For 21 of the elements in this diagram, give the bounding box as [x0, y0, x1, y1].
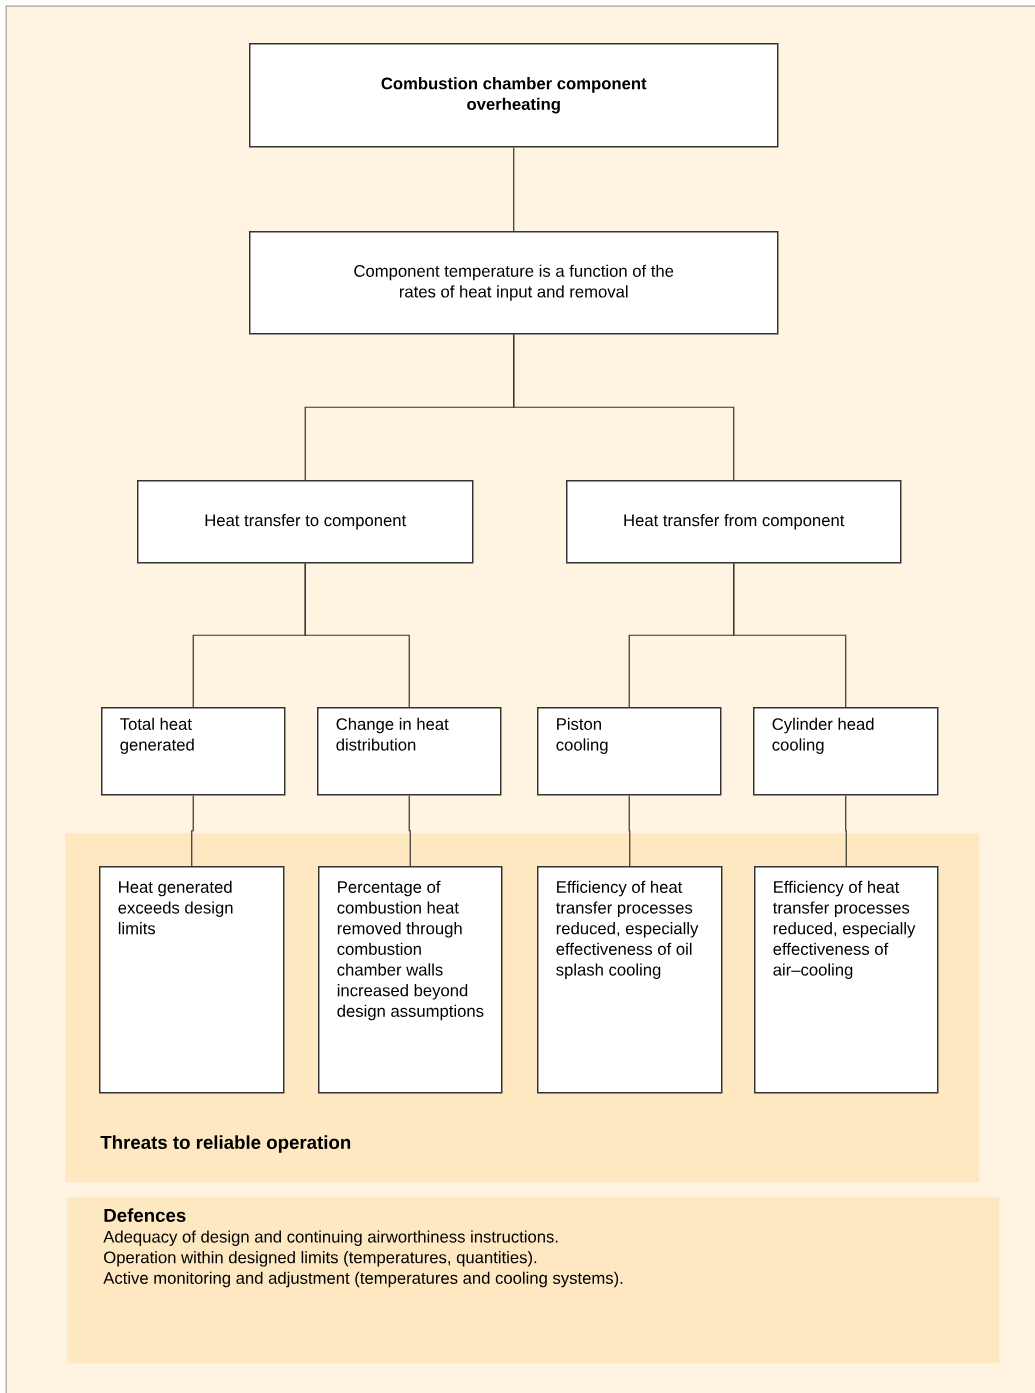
text-box: Efficiency of heat transfer processes reduced, especially effectiveness of air–cooling	[754, 866, 939, 1094]
defences-panel: Defences Adequacy of design and continuing airworthiness instructions. Operation within designed limits (temperatures, quantities). Active monitoring and adjustment (temperatures and cooling systems).	[67, 1197, 1000, 1364]
connector-line	[628, 794, 631, 867]
text-box: Efficiency of heat transfer processes reduced, especially effectiveness of oil splash cooling	[537, 866, 723, 1094]
connector-line	[513, 333, 735, 481]
text-box: Heat transfer from component	[566, 480, 902, 564]
text-box: Cylinder head cooling	[753, 707, 939, 796]
connector-line	[408, 794, 411, 867]
text-box: Change in heat distribution	[317, 707, 502, 796]
text-box: Percentage of combustion heat removed through combustion chamber walls increased beyond design assumptions	[318, 866, 503, 1094]
text-box: Heat transfer to component	[137, 480, 474, 564]
text-box: Heat generated exceeds design limits	[99, 866, 285, 1094]
connector-line	[733, 562, 847, 708]
text-box: Piston cooling	[537, 707, 722, 796]
text-box: Component temperature is a function of the rates of heat input and removal	[249, 231, 779, 335]
connector-line	[845, 794, 847, 867]
text-box: Total heat generated	[101, 707, 286, 796]
connector-line	[191, 794, 194, 867]
connector-line	[513, 146, 515, 232]
connector-line	[304, 562, 410, 708]
text-box: Combustion chamber component overheating	[249, 43, 779, 148]
